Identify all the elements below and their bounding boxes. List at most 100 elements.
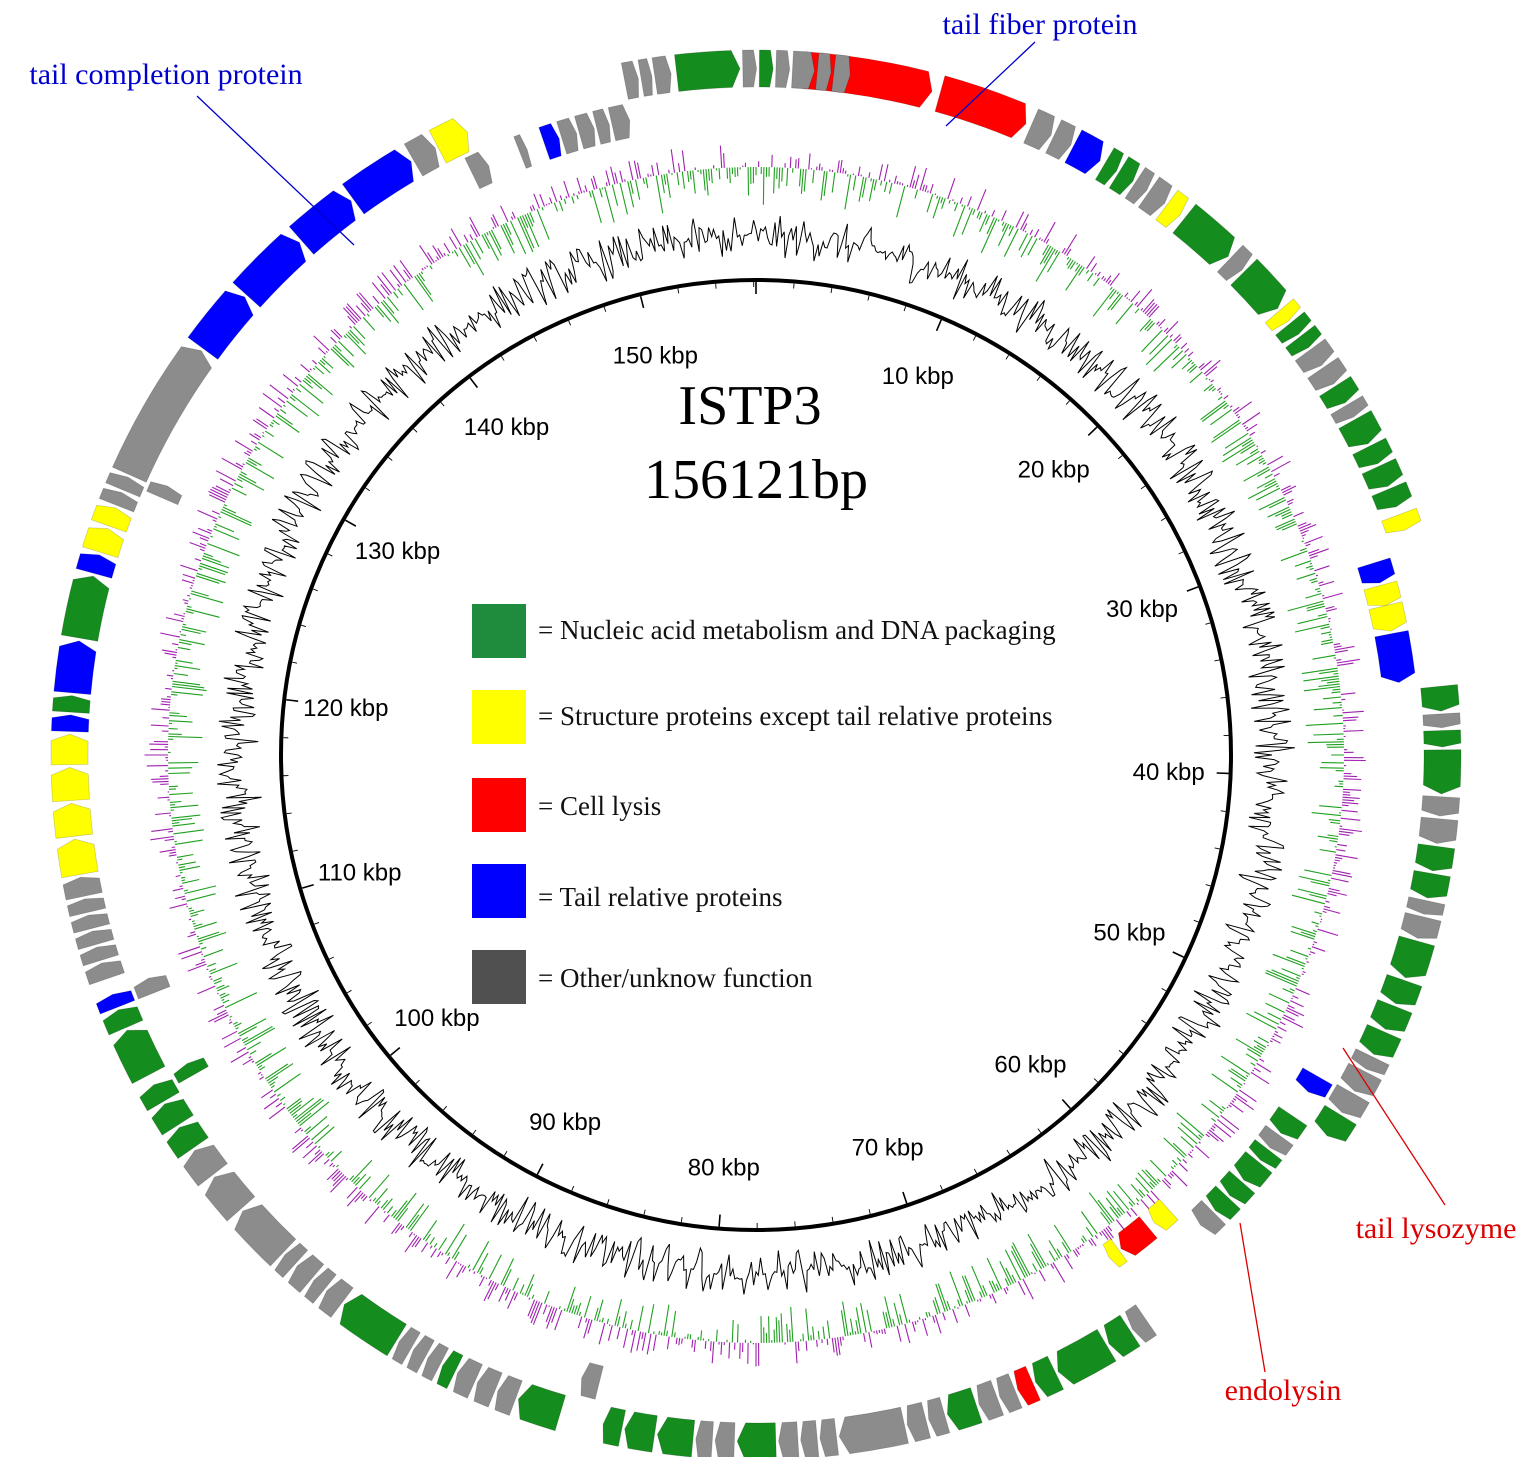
gene-block-other <box>147 482 182 505</box>
gene-block-other <box>581 1363 603 1399</box>
genome-length: 156121bp <box>644 449 868 511</box>
gene-block-other <box>652 56 671 94</box>
minor-tick <box>504 1151 507 1155</box>
major-tick <box>937 320 942 331</box>
minor-tick <box>534 337 536 341</box>
minor-tick <box>1214 660 1219 661</box>
gene-block-nucleic <box>1424 730 1461 747</box>
gene-block-tail <box>76 554 116 579</box>
gene-block-nucleic <box>1173 204 1235 264</box>
minor-tick <box>869 1209 870 1214</box>
scale-tick-label: 140 kbp <box>464 414 549 441</box>
minor-tick <box>473 1130 476 1134</box>
gene-block-lysis <box>1118 1217 1157 1256</box>
gene-block-other <box>1406 897 1444 916</box>
scale-tick-label: 150 kbp <box>613 343 698 370</box>
minor-tick <box>287 813 292 814</box>
major-tick <box>391 1048 400 1056</box>
minor-tick <box>1142 1020 1146 1023</box>
major-tick <box>1187 587 1198 591</box>
minor-tick <box>940 1185 942 1190</box>
callout-tail-fiber-protein: tail fiber protein <box>943 8 1138 41</box>
minor-tick <box>1221 811 1226 812</box>
gene-block-other <box>593 109 611 144</box>
gene-block-nucleic <box>1390 936 1434 978</box>
minor-tick <box>1006 355 1009 359</box>
minor-tick <box>501 356 504 360</box>
gene-block-structure <box>51 767 89 801</box>
scale-tick-label: 110 kbp <box>318 859 402 886</box>
gene-block-other <box>1422 796 1460 816</box>
legend-swatch-other <box>472 950 526 1004</box>
legend-swatch-nucleic <box>472 604 526 658</box>
minor-tick <box>313 589 318 591</box>
minor-tick <box>1007 1150 1010 1154</box>
minor-tick <box>1066 401 1069 405</box>
minor-tick <box>1161 518 1165 521</box>
gene-block-nucleic <box>61 576 109 641</box>
gene-block-other <box>1419 817 1458 843</box>
minor-tick <box>681 1217 682 1222</box>
gene-track <box>51 50 1461 1457</box>
scale-tick-label: 60 kbp <box>994 1052 1066 1079</box>
gene-block-other <box>514 135 532 169</box>
genome-name: ISTP3 <box>678 375 821 437</box>
scale-tick-label: 80 kbp <box>688 1155 760 1182</box>
gene-block-tail <box>188 291 253 359</box>
callout-endolysin: endolysin <box>1225 1374 1342 1407</box>
gene-block-nucleic <box>518 1384 565 1430</box>
gene-block-nucleic <box>114 1030 165 1084</box>
gene-block-other <box>775 50 789 87</box>
gene-block-other <box>839 1407 908 1454</box>
gene-block-structure <box>1369 602 1407 631</box>
minor-tick <box>292 662 297 663</box>
minor-tick <box>388 457 392 460</box>
minor-tick <box>1119 1050 1123 1053</box>
minor-tick <box>1215 848 1220 849</box>
callout-tail-lysozyme: tail lysozyme <box>1356 1212 1517 1245</box>
minor-tick <box>607 1199 609 1204</box>
gene-block-structure <box>1364 581 1401 606</box>
minor-tick <box>347 990 351 993</box>
gc-skew-negative <box>145 146 1366 1367</box>
minor-tick <box>301 625 306 626</box>
gene-block-nucleic <box>1381 974 1422 1005</box>
gene-block-tail <box>54 641 96 695</box>
gene-block-other <box>112 347 211 483</box>
major-tick <box>345 520 355 526</box>
gene-block-other <box>608 105 630 141</box>
scale-tick-label: 30 kbp <box>1106 596 1178 623</box>
minor-tick <box>1038 1129 1041 1133</box>
legend-label-lysis: = Cell lysis <box>538 791 661 821</box>
legend: = Nucleic acid metabolism and DNA packag… <box>472 604 1056 1004</box>
minor-tick <box>644 1210 645 1215</box>
gene-block-nucleic <box>174 1058 209 1083</box>
gene-block-tail <box>1375 630 1415 682</box>
legend-label-tail: = Tail relative proteins <box>538 882 783 912</box>
gene-block-other <box>1401 912 1441 938</box>
minor-tick <box>328 554 333 556</box>
minor-tick <box>569 321 571 326</box>
gene-block-structure <box>1382 508 1421 533</box>
major-tick <box>1062 1099 1070 1108</box>
major-tick <box>641 296 644 308</box>
minor-tick <box>329 957 334 959</box>
scale-tick-label: 130 kbp <box>355 538 440 565</box>
gene-block-structure <box>82 528 123 558</box>
gene-block-tail <box>539 124 561 160</box>
major-tick <box>286 700 298 701</box>
minor-tick <box>678 288 679 293</box>
callout-line-endolysin <box>1240 1223 1265 1372</box>
gene-block-nucleic <box>1410 870 1450 898</box>
gene-block-other <box>715 1422 735 1457</box>
gene-block-structure <box>53 803 92 838</box>
gene-block-nucleic <box>759 50 773 87</box>
minor-tick <box>974 1169 976 1173</box>
minor-tick <box>1194 920 1199 922</box>
gene-block-tail <box>51 715 89 732</box>
minor-tick <box>1118 456 1122 459</box>
major-tick <box>719 1215 720 1227</box>
gene-block-other <box>742 50 756 87</box>
